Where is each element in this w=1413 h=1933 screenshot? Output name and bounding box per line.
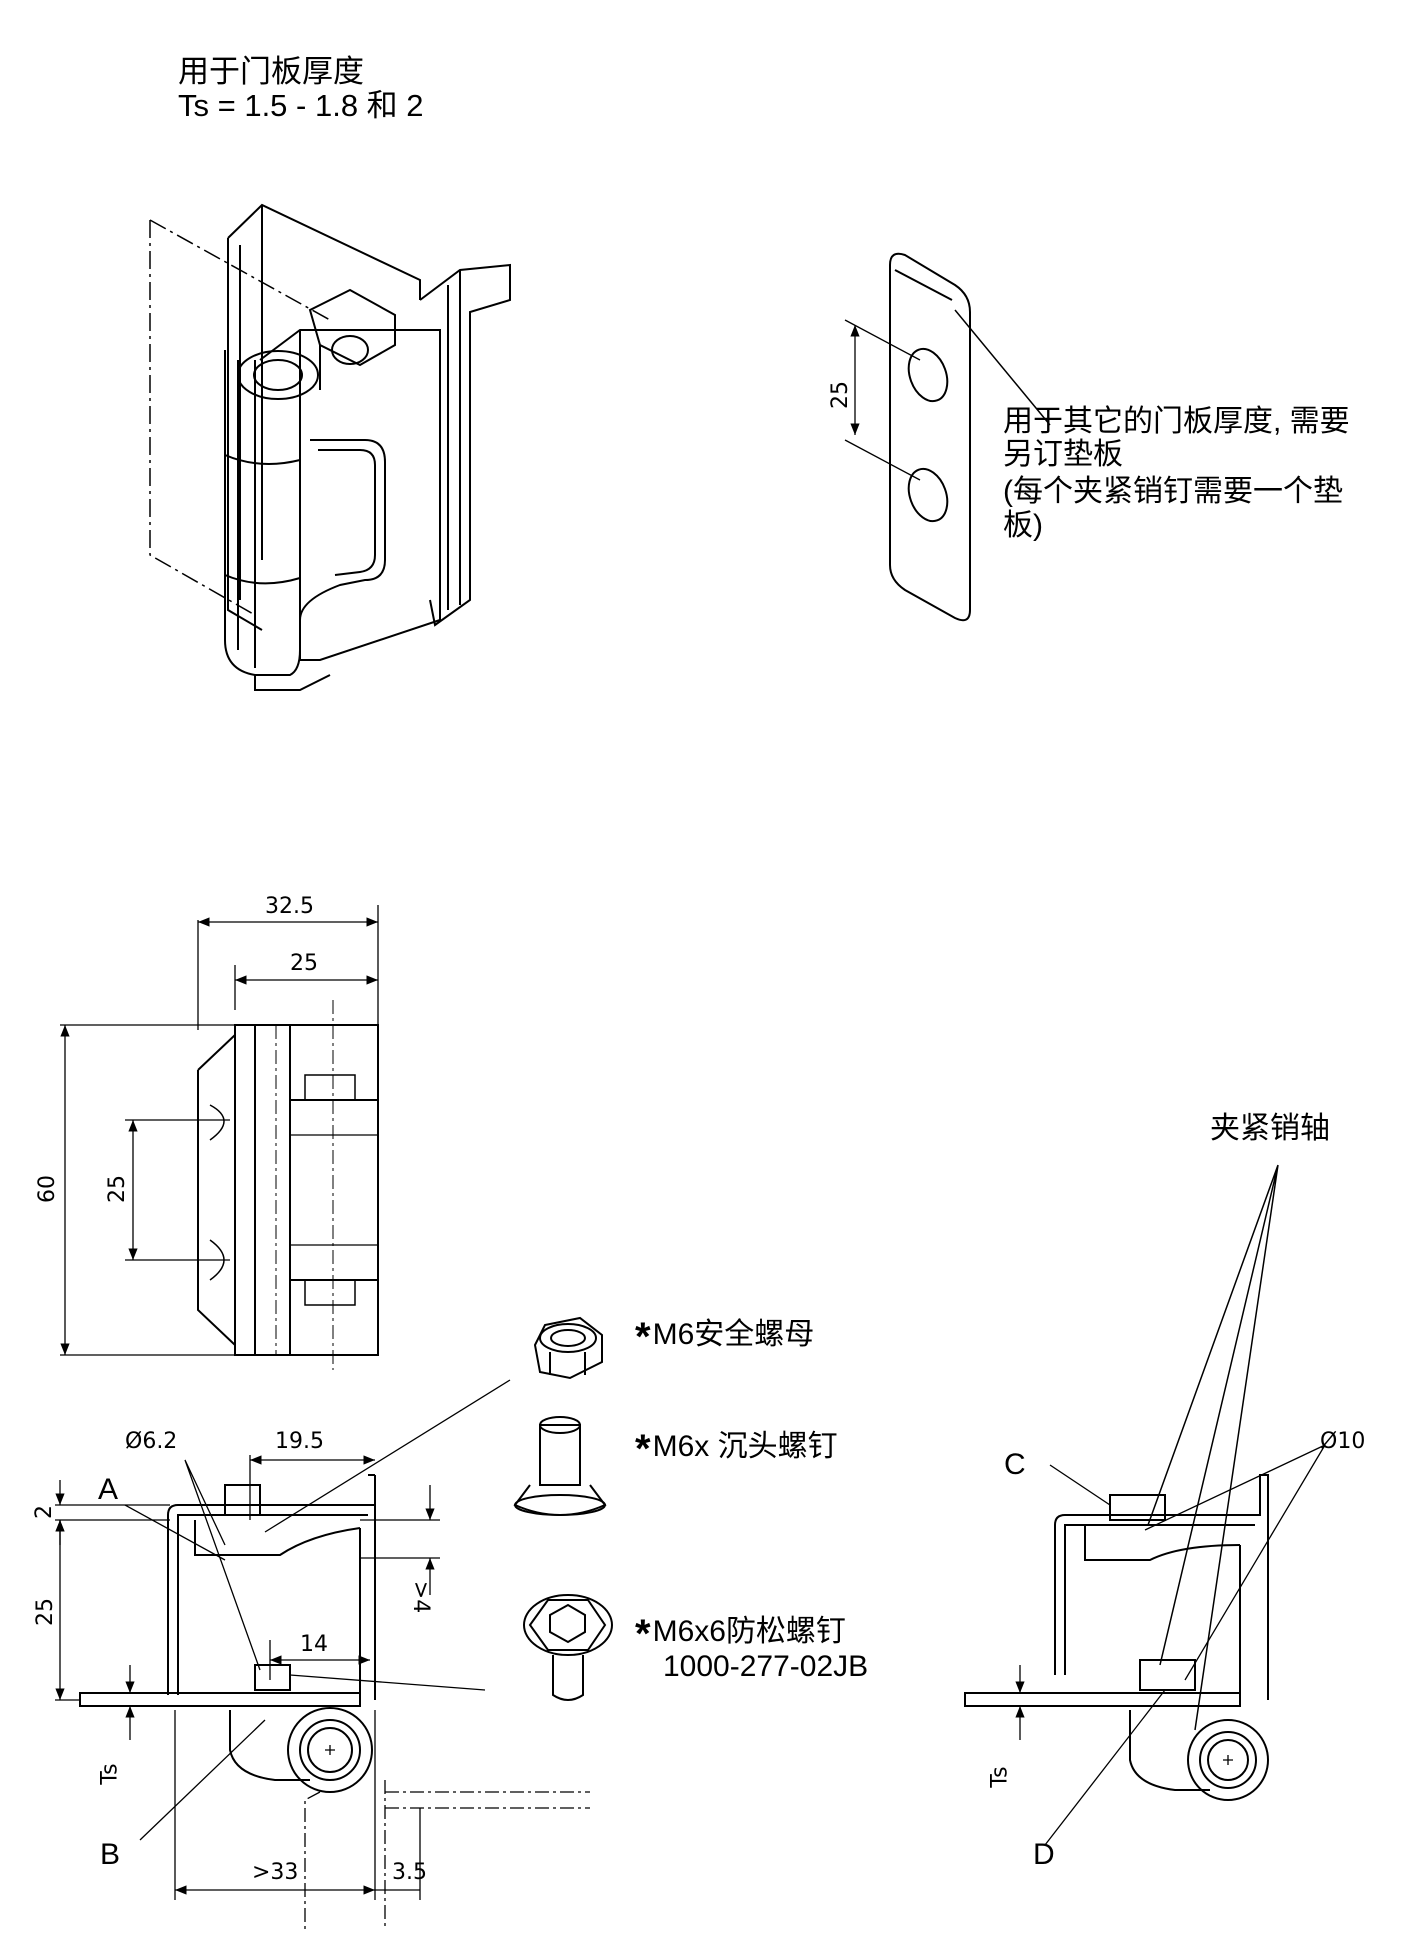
part-nut-label: *M6安全螺母 — [635, 1315, 815, 1359]
section-ts-dim: Ts — [97, 1763, 123, 1785]
safety-nut-icon — [533, 1316, 603, 1380]
shim-hole-spacing-dim: 25 — [828, 381, 853, 409]
section-gt4-dim: >4 — [408, 1580, 434, 1614]
lock-screw-icon — [523, 1594, 613, 1701]
detail-view — [964, 1164, 1326, 1846]
section-2-dim: 2 — [32, 1505, 57, 1519]
shim-note-line3: (每个夹紧销钉需要一个垫 — [1003, 475, 1343, 508]
isometric-hinge-view — [149, 203, 511, 691]
front-width-total-dim: 32.5 — [265, 894, 314, 919]
section-25-dim: 25 — [33, 1598, 58, 1626]
detail-label-c: C — [1004, 1448, 1026, 1481]
front-view — [60, 905, 379, 1370]
shim-note-line2: 另订垫板 — [1003, 438, 1123, 471]
part-screw-label: *M6x 沉头螺钉 — [635, 1427, 838, 1471]
detail-ts-dim: Ts — [987, 1766, 1013, 1788]
detail-title: 夹紧销轴 — [1210, 1112, 1330, 1145]
section-3-5-dim: 3.5 — [392, 1860, 427, 1885]
shim-plate — [844, 252, 1051, 622]
countersunk-screw-icon — [513, 1416, 607, 1516]
header-line2: Ts = 1.5 - 1.8 和 2 — [178, 88, 424, 123]
front-hole-spacing-dim: 25 — [105, 1175, 130, 1203]
section-19-5-dim: 19.5 — [275, 1429, 324, 1454]
part-lock-screw-label: *M6x6防松螺钉 — [635, 1612, 846, 1656]
section-label-a: A — [98, 1473, 119, 1506]
header-line1: 用于门板厚度 — [178, 54, 364, 89]
shim-note-line1: 用于其它的门板厚度, 需要 — [1003, 405, 1350, 438]
detail-label-d: D — [1033, 1838, 1055, 1871]
front-height-dim: 60 — [35, 1175, 60, 1203]
front-width-inner-dim: 25 — [290, 951, 318, 976]
section-14-dim: 14 — [300, 1632, 328, 1657]
section-label-b: B — [100, 1838, 121, 1871]
shim-hole-upper — [907, 347, 949, 403]
section-view — [55, 1379, 590, 1930]
part-lock-screw-code: 1000-277-02JB — [663, 1650, 869, 1683]
detail-diameter-dim: Ø10 — [1320, 1429, 1366, 1454]
section-diameter-dim: Ø6.2 — [125, 1429, 178, 1454]
section-gt33-dim: >33 — [252, 1860, 299, 1885]
shim-hole-lower — [907, 467, 949, 523]
shim-note-line4: 板) — [1003, 509, 1043, 542]
